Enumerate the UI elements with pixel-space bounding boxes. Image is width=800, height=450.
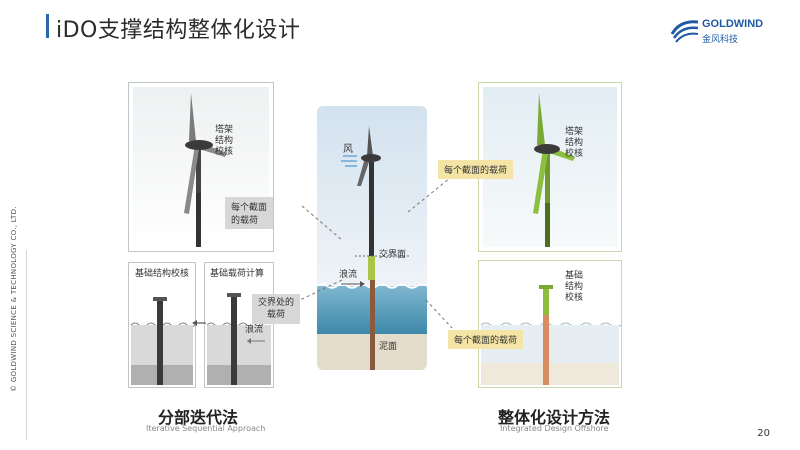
logo-swoosh-icon	[670, 20, 699, 43]
center-turbine-panel: 风 交界面 浪流 泥面	[317, 106, 427, 370]
center-turbine-drawing	[317, 106, 427, 370]
foundation-calc-drawing	[206, 293, 272, 385]
page-title: iDO支撑结构整体化设计	[56, 18, 301, 43]
left-divider	[26, 250, 27, 440]
right-load-callout-top: 每个截面的载荷	[438, 160, 514, 179]
goldwind-logo: GOLDWIND 金风科技	[670, 16, 764, 46]
foundation-calc-label: 基础载荷计算	[210, 269, 265, 279]
right-load-callout-bottom: 每个截面的载荷	[448, 330, 524, 349]
left-foundation-check-panel: 基础结构校核	[128, 262, 196, 388]
title-accent-bar	[46, 14, 49, 38]
center-wave-label: 浪流	[339, 270, 358, 280]
left-wave-label: 浪流	[245, 325, 264, 335]
logo-text: GOLDWIND	[702, 18, 764, 30]
wind-label: 风	[343, 144, 353, 155]
right-tower-panel: 塔架 结构 校核	[478, 82, 622, 252]
left-subheading: Iterative Sequential Approach	[146, 424, 266, 433]
left-load-callout: 每个截面的载荷	[225, 197, 273, 229]
left-tower-label: 塔架 结构 校核	[215, 125, 234, 157]
left-interface-callout: 交界处的 载荷	[252, 294, 301, 324]
left-tower-panel: 塔架 结构 校核 每个截面的载荷	[128, 82, 274, 252]
left-foundation-calc-panel: 基础载荷计算 浪流	[204, 262, 274, 388]
mud-label: 泥面	[379, 342, 398, 352]
right-foundation-drawing	[480, 285, 621, 385]
page-number: 20	[757, 428, 770, 439]
right-foundation-panel: 基础 结构 校核	[478, 260, 622, 388]
right-subheading: Integrated Design Offshore	[500, 424, 609, 433]
connector-lines	[299, 177, 453, 329]
logo-subtext: 金风科技	[702, 35, 739, 45]
right-foundation-label: 基础 结构 校核	[565, 271, 584, 303]
foundation-check-drawing	[130, 297, 195, 385]
right-tower-label: 塔架 结构 校核	[565, 127, 584, 159]
interface-label: 交界面	[379, 250, 407, 260]
left-tower-drawing	[133, 87, 269, 247]
foundation-check-label: 基础结构校核	[135, 269, 190, 279]
left-heading: 分部迭代法	[158, 408, 239, 427]
copyright-text: © GOLDWIND SCIENCE & TECHNOLOGY CO., LTD…	[10, 206, 18, 392]
right-heading: 整体化设计方法	[498, 408, 611, 427]
left-arrow-icon	[192, 320, 206, 326]
